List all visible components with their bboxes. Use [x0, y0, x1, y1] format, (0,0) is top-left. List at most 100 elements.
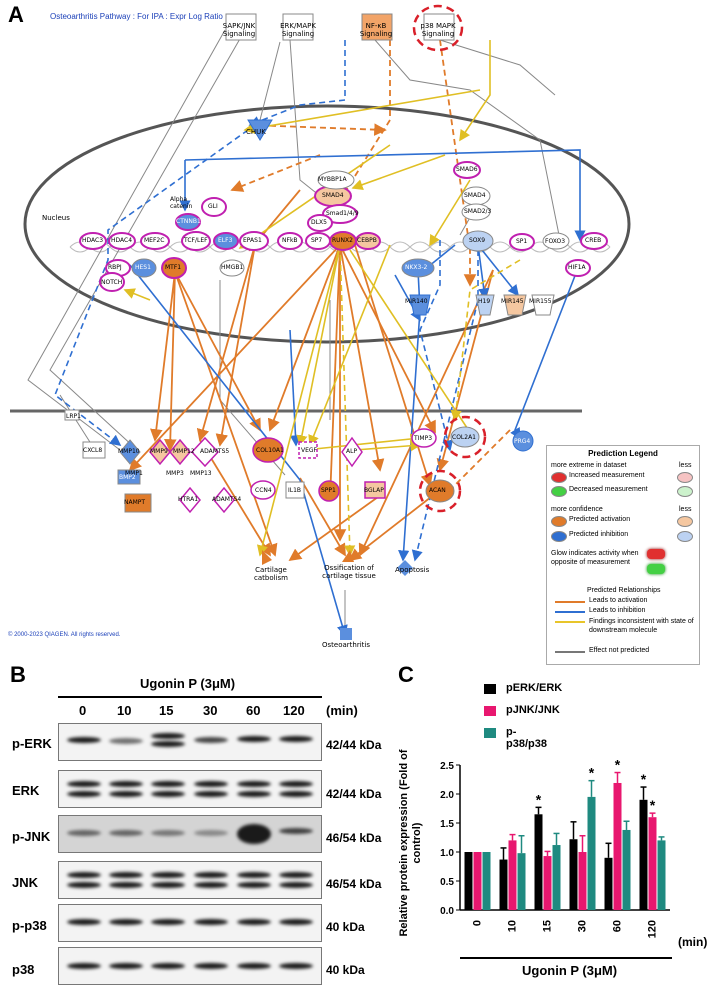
blot-treatment-bar: [58, 696, 322, 698]
legend-rel-np: Effect not predicted: [589, 647, 650, 654]
pathway-title: Osteoarthritis Pathway : For IPA : Expr …: [50, 12, 223, 21]
label-gli: GLI: [208, 203, 218, 210]
kda-erk: 42/44 kDa: [326, 787, 382, 801]
legend-label-pjnk: pJNK/JNK: [506, 704, 560, 716]
node-p38: [423, 13, 455, 41]
bar-1-4: [613, 782, 622, 910]
node-nfkb-signaling: [361, 13, 393, 41]
significance-star: *: [615, 757, 621, 773]
bar-2-4: [622, 829, 631, 910]
bar-1-3: [578, 852, 587, 910]
bar-2-1: [517, 853, 526, 910]
label-p38: p38 MAPK Signaling: [420, 22, 456, 38]
edges-inhibition: [54, 40, 586, 637]
legend-glow: Glow indicates activity when opposite of…: [551, 550, 639, 566]
label-cebpb: CEBPB: [357, 237, 377, 244]
y-tick-label: 1.5: [440, 819, 454, 830]
label-acan: ACAN: [429, 487, 446, 494]
significance-star: *: [641, 771, 647, 787]
legend-swatch-perk: [484, 684, 496, 694]
edges-grey: [27, 29, 561, 632]
label-smad149: Smad1/4/9: [326, 210, 359, 217]
x-tick-label: 0: [472, 920, 484, 926]
legend-increased-swatch: [551, 472, 567, 483]
bar-0-1: [499, 859, 508, 910]
time-10: 10: [117, 703, 132, 718]
label-mmp9: MMP9: [150, 448, 168, 455]
label-sp1: SP1: [516, 238, 528, 245]
label-alpha: Alpha catenin: [170, 196, 193, 210]
legend-swatch-pp38: [484, 728, 496, 738]
panel-label-a: A: [8, 2, 24, 27]
label-mef2c: MEF2C: [144, 237, 165, 244]
label-smad6: SMAD6: [456, 166, 478, 173]
panel-label-b: B: [10, 662, 26, 687]
y-tick-label: 2.0: [440, 790, 454, 801]
label-creb: CREB: [585, 237, 602, 244]
bar-2-2: [552, 845, 561, 910]
legend-glow-green-swatch: [647, 564, 665, 574]
legend-less-1: less: [679, 462, 692, 469]
chart-xunit: (min): [678, 935, 708, 949]
kda-jnk: 46/54 kDa: [326, 877, 382, 891]
label-hes1: HES1: [135, 264, 151, 271]
time-120: 120: [283, 703, 305, 718]
label-h19: H19: [478, 298, 491, 305]
blot-treatment: Ugonin P (3μM): [140, 676, 236, 691]
edges-inconsistent: [123, 40, 521, 557]
bar-0-4: [604, 857, 613, 910]
bar-2-5: [657, 840, 666, 910]
label-hdac3: HDAC3: [82, 237, 104, 244]
legend-confidence: more confidence: [551, 506, 603, 513]
label-mmp1: MMP1: [125, 470, 143, 477]
legend-activation: Predicted activation: [569, 516, 631, 523]
label-sapk: SAPK/JNK Signaling: [222, 22, 256, 38]
time-0: 0: [79, 703, 87, 718]
legend-inhibition-swatch: [551, 531, 567, 542]
label-apoptosis: Apoptosis: [395, 566, 430, 574]
legend-decreased-swatch: [551, 486, 567, 497]
legend-inhibition-light-swatch: [677, 531, 693, 542]
label-htra1: HTRA1: [178, 496, 199, 503]
label-cxcl8: CXCL8: [83, 447, 103, 454]
bar-2-0: [482, 852, 491, 910]
label-epas1: EPAS1: [243, 237, 262, 244]
x-tick-label: 120: [647, 920, 659, 938]
legend-activation-swatch: [551, 516, 567, 527]
kda-p-p38: 40 kDa: [326, 920, 365, 934]
bar-0-2: [534, 814, 543, 910]
y-tick-label: 2.5: [440, 761, 454, 772]
protein-p38: p38: [12, 962, 35, 977]
label-timp3: TIMP3: [414, 435, 433, 442]
label-rbpj: RBPJ: [108, 264, 122, 271]
significance-star: *: [589, 765, 595, 781]
legend-swatch-pjnk: [484, 706, 496, 716]
label-dlx5: DLX5: [311, 219, 327, 226]
bar-0-0: [464, 852, 473, 910]
nucleus-ellipse: [23, 104, 631, 344]
label-mybbp1a: MYBBP1A: [318, 176, 347, 183]
label-erk: ERK/MAPK Signaling: [280, 22, 316, 38]
bar-2-3: [587, 796, 596, 910]
label-spp1: SPP1: [321, 487, 336, 494]
x-tick-label: 60: [612, 920, 624, 932]
legend-label-perk: pERK/ERK: [506, 682, 563, 694]
node-erk: [282, 13, 314, 41]
time-15: 15: [159, 703, 174, 718]
legend-inh-line: [555, 611, 585, 613]
chart-xlabel: Ugonin P (3μM): [522, 963, 618, 978]
legend-title: Prediction Legend: [588, 449, 658, 458]
blot-p-erk: [58, 723, 322, 761]
label-col10a1: COL10A1: [256, 447, 284, 454]
bar-1-0: [473, 852, 482, 910]
legend-act-line: [555, 601, 585, 603]
blot-p38: [58, 947, 322, 985]
chart-xlabel-bar: [460, 957, 672, 959]
x-tick-label: 15: [542, 920, 554, 932]
protein-p-jnk: p-JNK: [12, 829, 51, 844]
label-elf3: ELF3: [218, 237, 233, 244]
label-col2a1: COL2A1: [452, 434, 476, 441]
legend-np-line: [555, 651, 585, 653]
prediction-legend: Prediction Legend more extreme in datase…: [546, 445, 700, 665]
legend-decreased: Decreased measurement: [569, 486, 648, 493]
